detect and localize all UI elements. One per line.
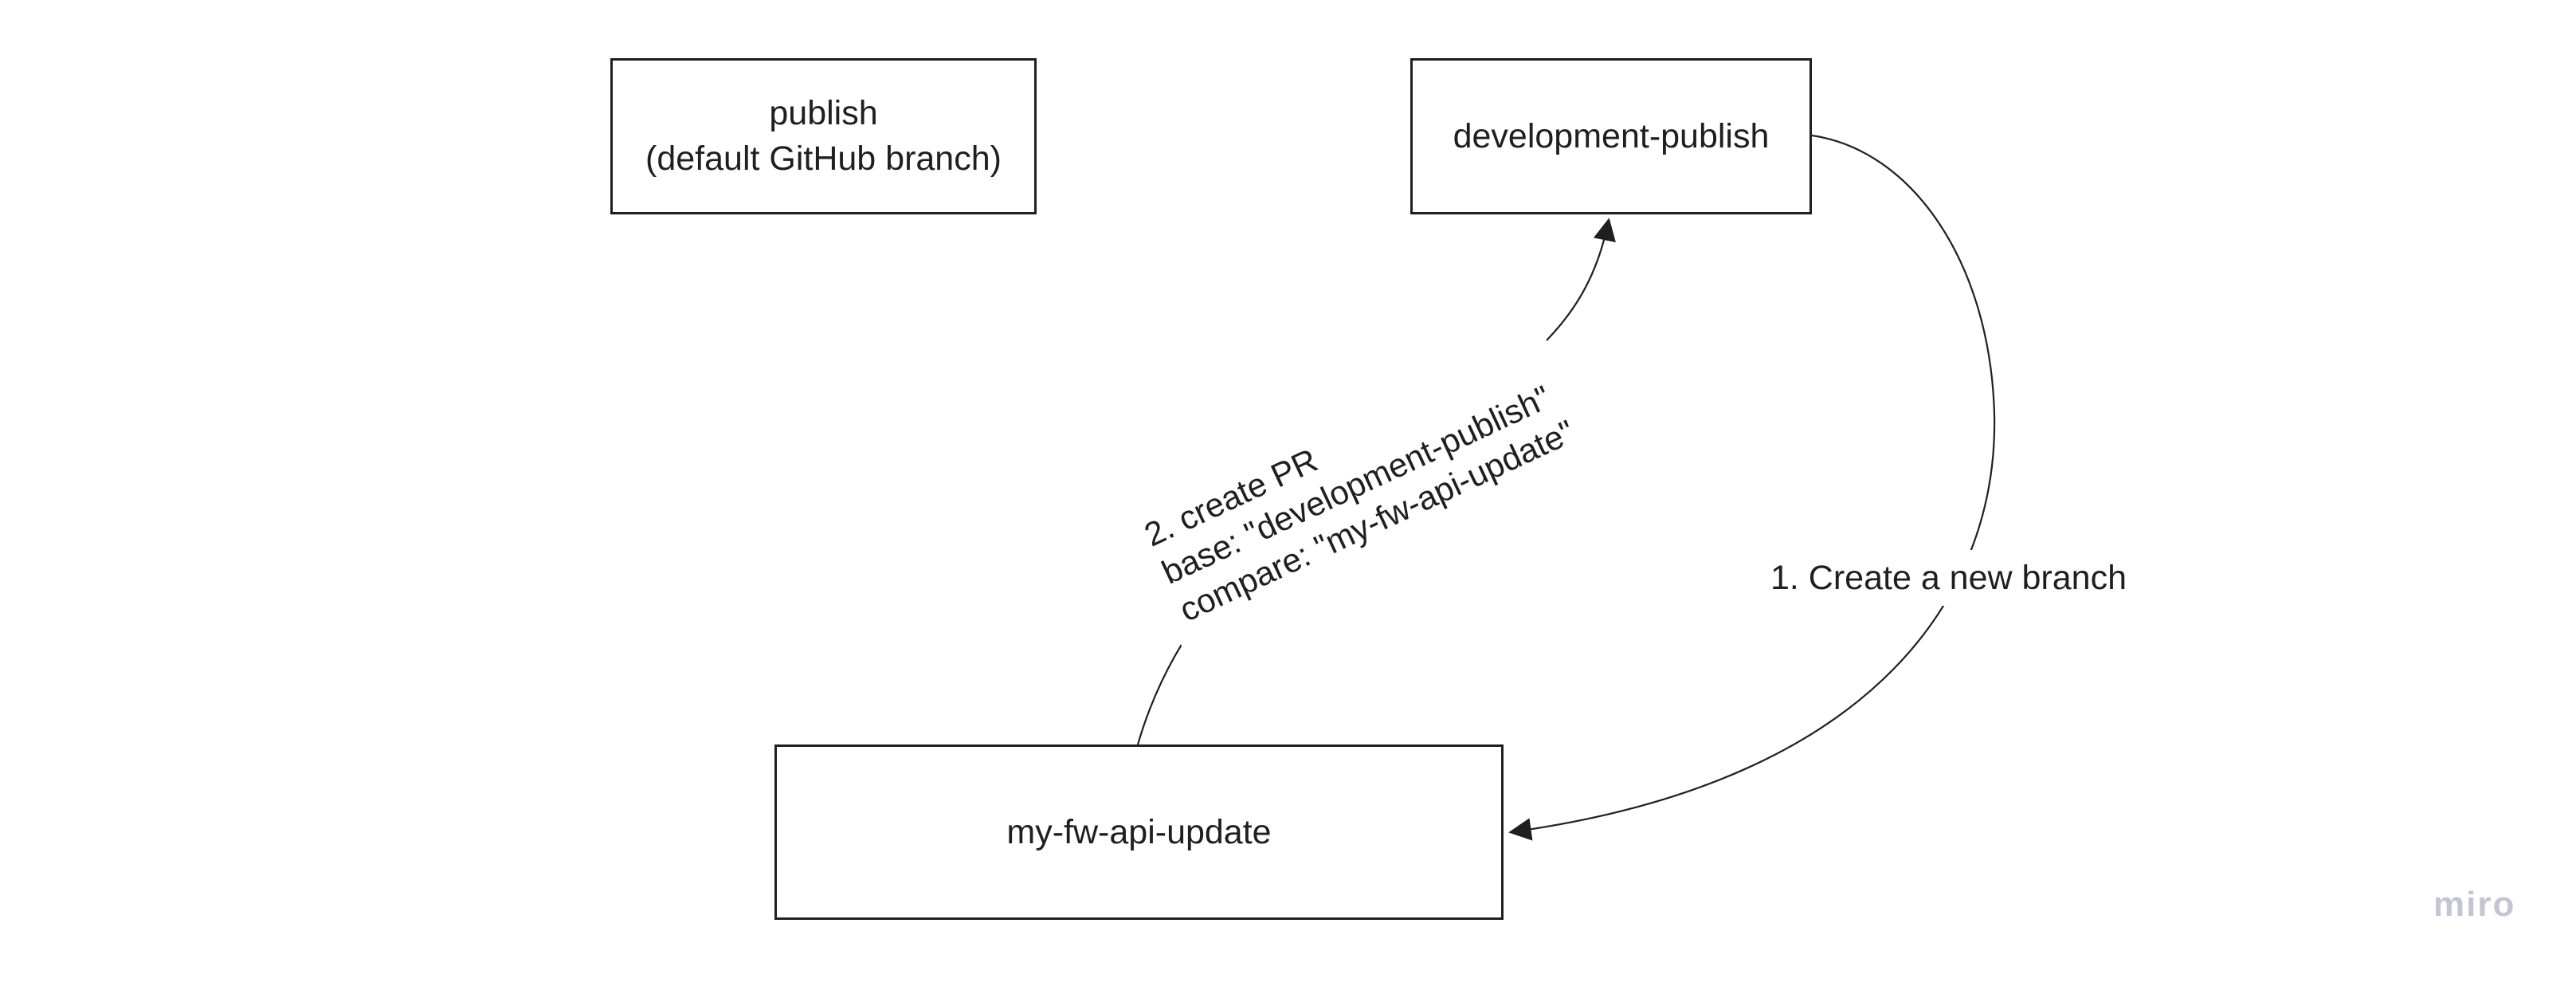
node-label: my-fw-api-update — [1006, 812, 1272, 851]
node-my-fw-api-update[interactable]: my-fw-api-update — [774, 744, 1504, 920]
node-publish[interactable]: publish (default GitHub branch) — [610, 58, 1037, 214]
miro-logo-watermark: miro — [2433, 885, 2516, 924]
node-label: (default GitHub branch) — [645, 139, 1002, 178]
edge-create-branch-connector[interactable] — [1508, 134, 1996, 841]
node-label: development-publish — [1453, 116, 1770, 155]
edge-label-create-branch[interactable]: 1. Create a new branch — [1755, 550, 2143, 606]
node-label: publish — [769, 94, 878, 132]
node-development-publish[interactable]: development-publish — [1410, 58, 1812, 214]
